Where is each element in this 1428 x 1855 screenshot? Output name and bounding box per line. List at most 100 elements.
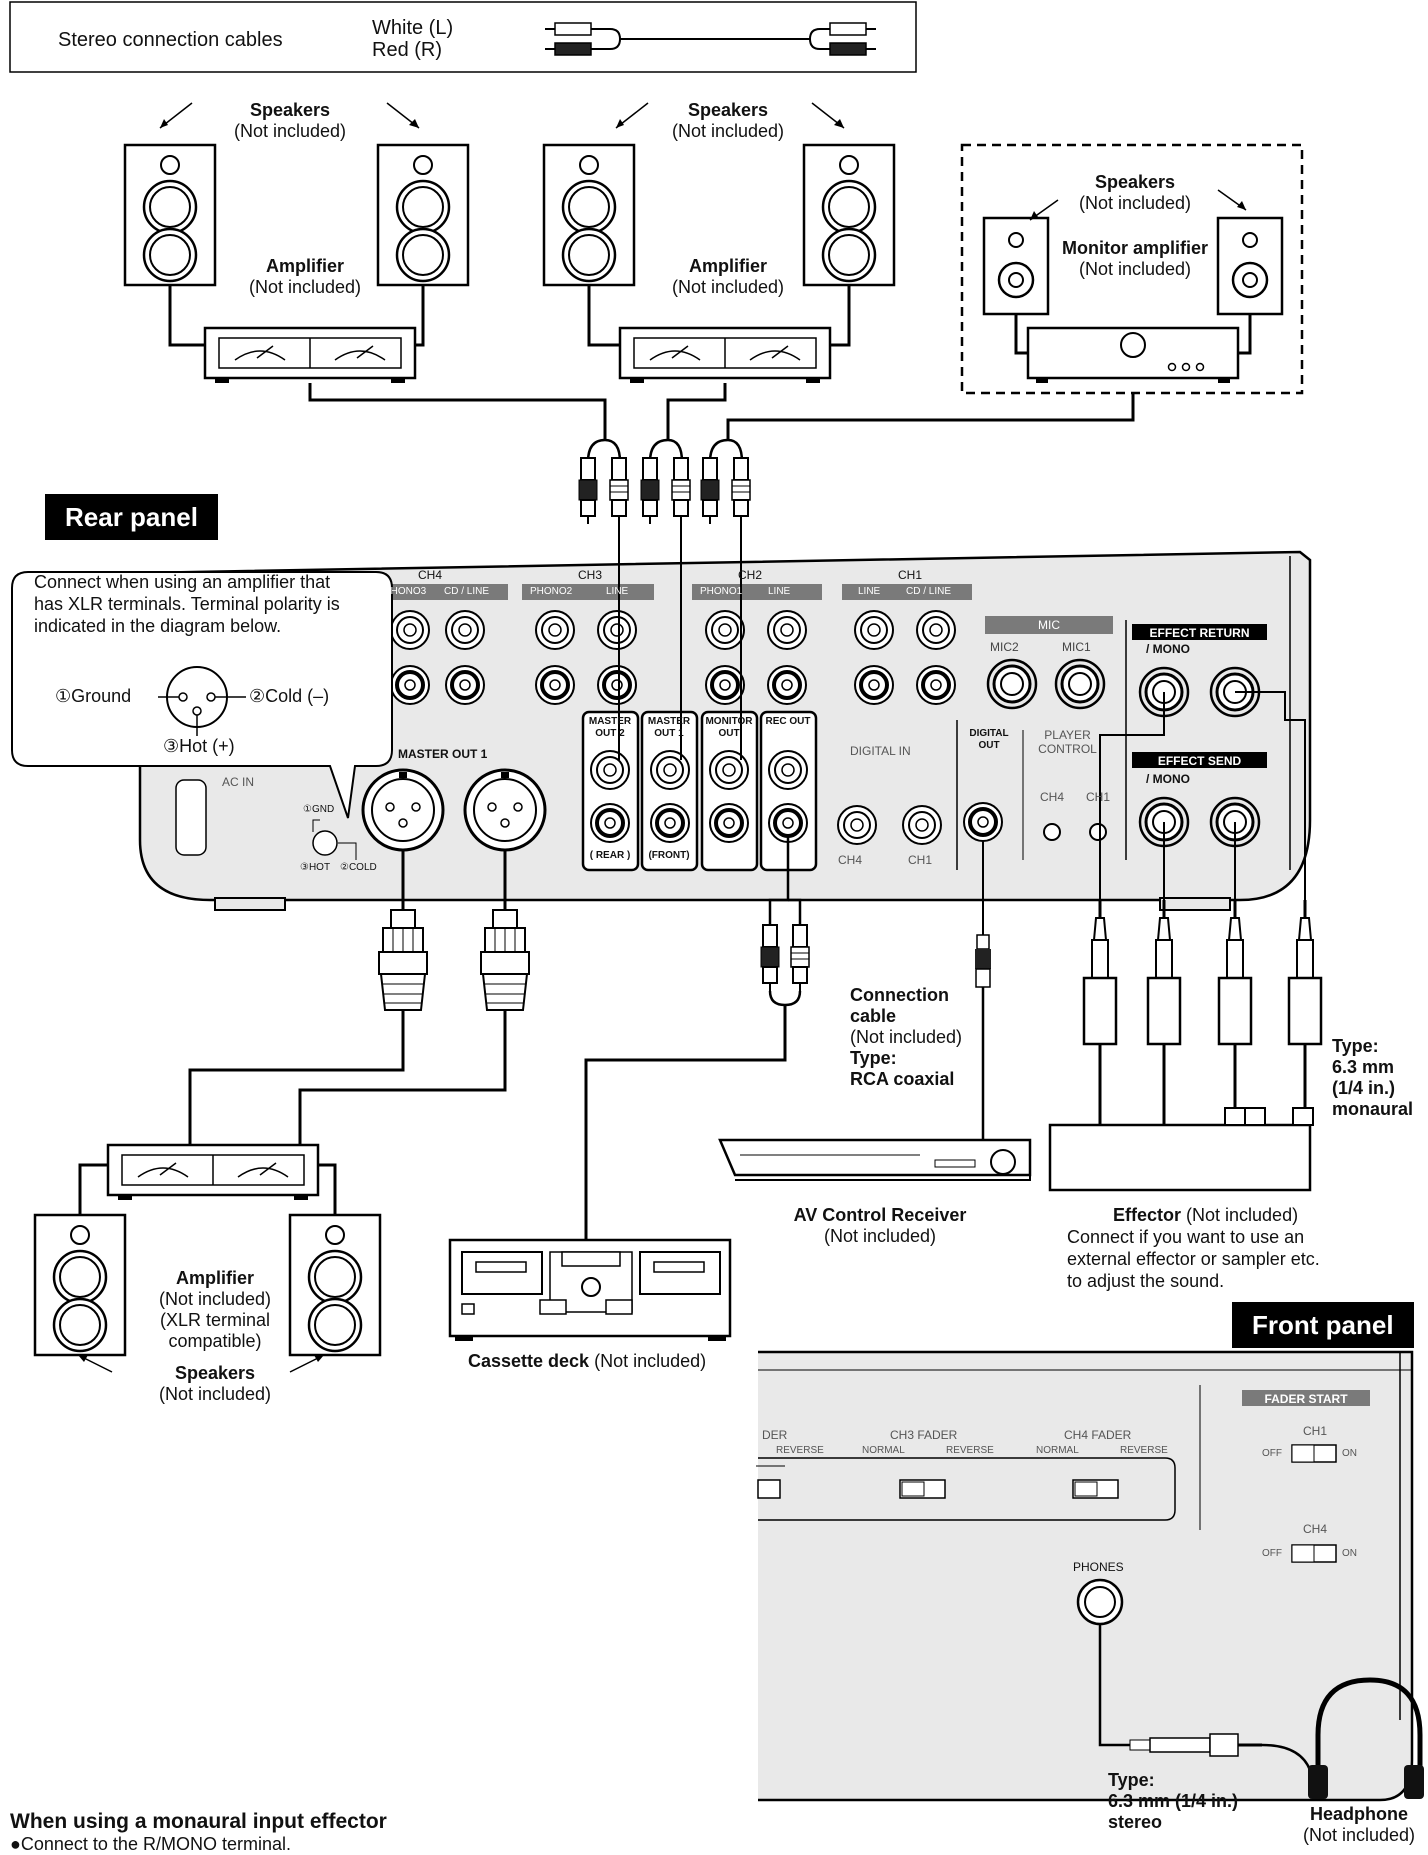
rear-effect-send: EFFECT SEND bbox=[1157, 754, 1242, 768]
effector-sub: (Not included) bbox=[1181, 1205, 1299, 1225]
av-receiver bbox=[718, 1138, 1032, 1181]
legend-white: White (L) bbox=[372, 17, 454, 39]
rear-mic1: MIC1 bbox=[1062, 640, 1091, 654]
effector-type-l1: Type: bbox=[1332, 1036, 1379, 1056]
xlr-amp-line2: (XLR terminal bbox=[159, 1310, 271, 1330]
monitor-amplifier-label: Monitor amplifier bbox=[1061, 238, 1208, 258]
speaker-system-1 bbox=[123, 102, 470, 385]
rear-panel-title: Rear panel bbox=[45, 494, 218, 540]
not-included-1: (Not included) bbox=[233, 121, 347, 141]
front-ch3-reverse: REVERSE bbox=[946, 1445, 994, 1456]
xlr-amp-line3: compatible) bbox=[168, 1331, 262, 1351]
cassette-label: Cassette deck (Not included) bbox=[468, 1351, 706, 1372]
av-receiver-sub: (Not included) bbox=[823, 1226, 937, 1246]
amp-not-included-1: (Not included) bbox=[248, 277, 362, 297]
av-receiver-title: AV Control Receiver bbox=[793, 1205, 967, 1225]
connection-cable-l3: (Not included) bbox=[850, 1027, 963, 1047]
rca-plugs-top bbox=[578, 438, 751, 525]
front-ch4-reverse: REVERSE bbox=[1120, 1445, 1168, 1456]
rear-effect-return: EFFECT RETURN bbox=[1149, 626, 1250, 640]
xlr-hot-label: ③Hot (+) bbox=[163, 736, 235, 756]
effector-line1: Connect if you want to use an bbox=[1067, 1227, 1305, 1247]
front-fs-ch1-off: OFF bbox=[1262, 1448, 1282, 1459]
fader-start-ch4-switch[interactable] bbox=[1291, 1544, 1337, 1563]
rear-line-ch1: LINE bbox=[858, 586, 881, 597]
ch3-fader-switch[interactable] bbox=[899, 1479, 946, 1499]
front-ch2-reverse: REVERSE bbox=[776, 1445, 824, 1456]
xlr-pin-diagram bbox=[158, 666, 246, 736]
front-fs-ch4-off: OFF bbox=[1262, 1548, 1282, 1559]
rear-cd-line-ch4: CD / LINE bbox=[444, 586, 490, 597]
monitor-speaker-system bbox=[982, 189, 1284, 383]
rear-line-ch2: LINE bbox=[768, 586, 791, 597]
front-ch3-fader: CH3 FADER bbox=[890, 1428, 958, 1442]
xlr-cold-label: ②Cold (–) bbox=[249, 686, 330, 706]
amplifier-label-1: Amplifier bbox=[265, 256, 344, 276]
not-included-monitor: (Not included) bbox=[1078, 193, 1192, 213]
rear-master-out1-jack-label: MASTER OUT 1 bbox=[647, 716, 691, 739]
bottom-speakers-label: Speakers bbox=[174, 1363, 256, 1383]
rear-digital-in-ch1: CH1 bbox=[908, 853, 933, 867]
rear-ch2: CH2 bbox=[737, 568, 762, 582]
headphone-type-l3: stereo bbox=[1108, 1812, 1163, 1832]
effector-box bbox=[1048, 1107, 1314, 1192]
rear-master-out2-jack-label: MASTER OUT 2 bbox=[588, 716, 632, 739]
not-included-2: (Not included) bbox=[671, 121, 785, 141]
xlr-ground-label: ①Ground bbox=[55, 686, 132, 706]
effector-line2: external effector or sampler etc. bbox=[1067, 1249, 1320, 1269]
connection-cable-l4: Type: bbox=[850, 1048, 897, 1068]
rear-digital-out: DIGITAL OUT bbox=[969, 728, 1009, 751]
headphone-type-l2: 6.3 mm (1/4 in.) bbox=[1108, 1791, 1239, 1811]
speaker-system-2 bbox=[542, 102, 896, 385]
rear-cd-line-ch1: CD / LINE bbox=[906, 586, 952, 597]
rear-monitor-out-label: MONITOR OUT bbox=[705, 716, 753, 739]
xlr-amp-line1: (Not included) bbox=[158, 1289, 272, 1309]
xlr-amplifier-speakers bbox=[33, 1143, 382, 1373]
rear-player-control: PLAYER CONTROL bbox=[1038, 728, 1097, 756]
rear-rec-out-label: REC OUT bbox=[765, 716, 811, 727]
xlr-callout-line3: indicated in the diagram below. bbox=[34, 616, 282, 636]
front-ch3-normal: NORMAL bbox=[862, 1445, 905, 1456]
legend-red: Red (R) bbox=[372, 39, 443, 61]
output-jack-group bbox=[581, 710, 818, 872]
rear-player-ch4: CH4 bbox=[1040, 790, 1065, 804]
rear-cold: ②COLD bbox=[340, 862, 377, 873]
rear-phono2: PHONO2 bbox=[530, 586, 573, 597]
headphone-type-l1: Type: bbox=[1108, 1770, 1155, 1790]
amp-not-included-2: (Not included) bbox=[671, 277, 785, 297]
rear-mic: MIC bbox=[1038, 618, 1060, 632]
ch4-fader-switch[interactable] bbox=[1072, 1479, 1119, 1499]
rear-hot: ③HOT bbox=[300, 862, 331, 873]
stereo-cable-icon bbox=[545, 22, 876, 56]
front-ch4-normal: NORMAL bbox=[1036, 1445, 1079, 1456]
monaural-note-title: When using a monaural input effector bbox=[10, 1810, 387, 1833]
rear-gnd: ①GND bbox=[303, 804, 335, 815]
amplifier-label-2: Amplifier bbox=[688, 256, 767, 276]
headphone-icon bbox=[1261, 1677, 1424, 1799]
xlr-amp-title: Amplifier bbox=[175, 1268, 254, 1288]
front-ch4-fader: CH4 FADER bbox=[1064, 1428, 1132, 1442]
front-fs-ch4: CH4 bbox=[1303, 1522, 1328, 1536]
effector-title: Effector bbox=[1113, 1205, 1182, 1225]
cassette-sub: (Not included) bbox=[589, 1351, 707, 1371]
rear-effect-send-r-mono: / MONO bbox=[1146, 772, 1190, 786]
front-cut-fader: DER bbox=[762, 1428, 788, 1442]
monaural-note-line1: ●Connect to the R/MONO terminal. bbox=[10, 1834, 291, 1854]
monitor-amp-not-included: (Not included) bbox=[1078, 259, 1192, 279]
cassette-title: Cassette deck bbox=[468, 1351, 590, 1371]
fader-start-ch1-switch[interactable] bbox=[1291, 1444, 1337, 1463]
coax-plug bbox=[975, 934, 991, 988]
front-panel-title: Front panel bbox=[1232, 1302, 1414, 1348]
front-fader-start: FADER START bbox=[1264, 1392, 1348, 1406]
front-fs-ch1: CH1 bbox=[1303, 1424, 1328, 1438]
rear-master-out1-label: MASTER OUT 1 bbox=[398, 747, 488, 761]
connection-cable-l5: RCA coaxial bbox=[850, 1069, 955, 1089]
phones-jack[interactable] bbox=[1076, 1578, 1124, 1626]
xlr-callout-line1: Connect when using an amplifier that bbox=[34, 572, 331, 592]
cassette-deck bbox=[448, 1238, 732, 1341]
rear-ch3: CH3 bbox=[577, 568, 602, 582]
bottom-speakers-not-included: (Not included) bbox=[158, 1384, 272, 1404]
rear-digital-in-ch4: CH4 bbox=[838, 853, 863, 867]
rear-ch1: CH1 bbox=[897, 568, 922, 582]
rear-tag: ( REAR ) bbox=[589, 850, 631, 861]
